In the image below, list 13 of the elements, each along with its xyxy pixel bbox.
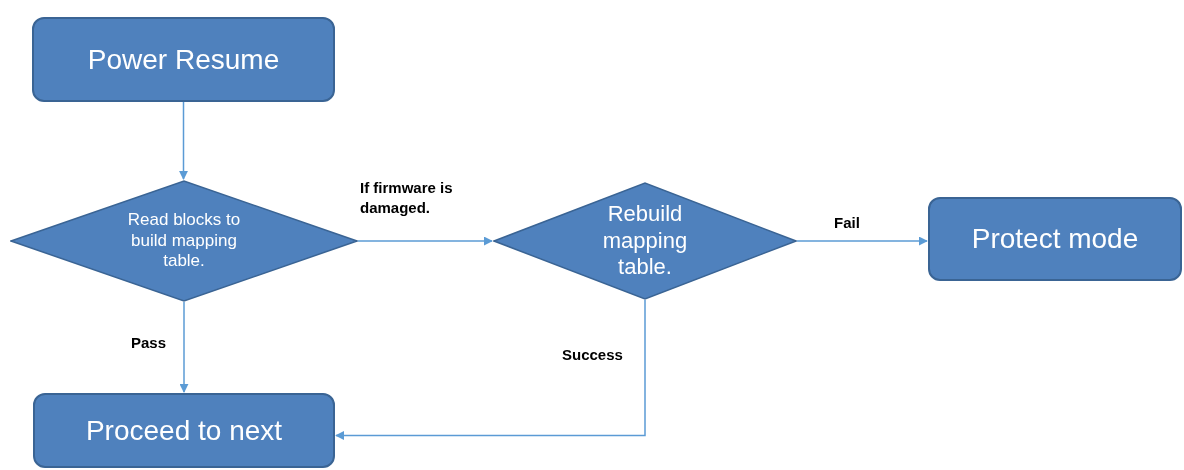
connector-arrow <box>179 101 188 180</box>
connector-arrow <box>179 301 189 393</box>
connector-arrow <box>335 299 646 440</box>
process-text: Power Resume <box>87 42 280 77</box>
decision-text: Read blocks to build mapping table. <box>126 210 242 272</box>
process-box <box>32 17 335 102</box>
connector-arrow <box>796 236 928 246</box>
process-box <box>928 197 1182 281</box>
connector-arrow <box>357 236 493 246</box>
process-box <box>33 393 335 468</box>
process-text: Protect mode <box>971 222 1139 256</box>
decision-text: Rebuild mapping table. <box>601 201 689 281</box>
process-text: Proceed to next <box>85 413 283 448</box>
